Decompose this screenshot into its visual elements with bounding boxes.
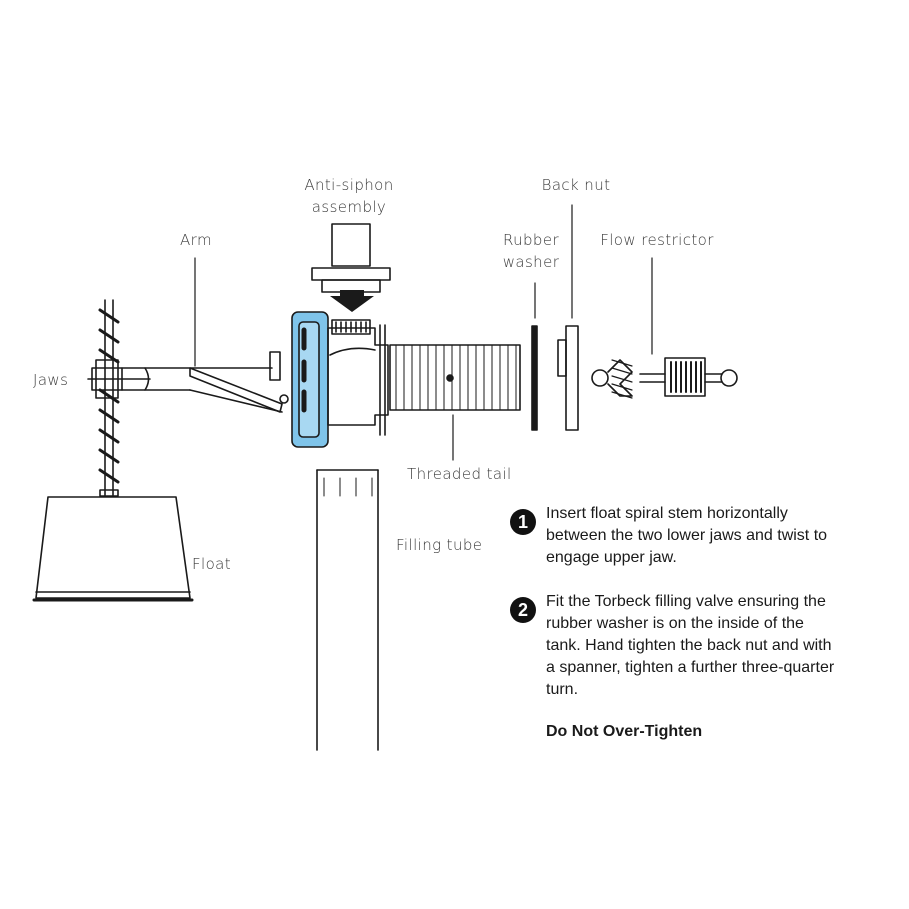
label-anti-siphon: Anti-siphon	[304, 176, 393, 194]
step-2-line-3: tank. Hand tighten the back nut and with	[546, 637, 832, 654]
float	[32, 489, 194, 602]
filling-tube	[316, 469, 379, 751]
step-2-line-4: a spanner, tighten a further three-quart…	[546, 659, 835, 676]
label-back-nut: Back nut	[542, 176, 611, 194]
label-filling-tube: Filling tube	[396, 536, 482, 554]
step-1-line-2: between the two lower jaws and twist to	[546, 527, 828, 544]
label-jaws: Jaws	[33, 371, 68, 389]
anti-siphon-assembly	[311, 223, 391, 312]
leader-lines	[194, 204, 653, 461]
jaws	[87, 359, 151, 399]
step-2-line-5: turn.	[546, 681, 579, 698]
label-flow-restrictor: Flow restrictor	[600, 231, 714, 249]
valve-body	[291, 311, 389, 448]
step-2-line-1: Fit the Torbeck filling valve ensuring t…	[546, 593, 826, 610]
step-1-text: Insert float spiral stem horizontally be…	[546, 503, 886, 569]
threaded-tail	[389, 344, 521, 411]
step-2-text: Fit the Torbeck filling valve ensuring t…	[546, 591, 896, 701]
label-float: Float	[192, 555, 231, 573]
flow-restrictor	[591, 357, 738, 399]
step-2-number: 2	[510, 597, 536, 623]
rubber-washer	[531, 325, 538, 431]
label-rubber: Rubber	[503, 231, 560, 249]
step-2-line-2: rubber washer is on the inside of the	[546, 615, 804, 632]
step-1-number: 1	[510, 509, 536, 535]
label-anti-siphon-2: assembly	[312, 198, 386, 216]
arm	[144, 351, 289, 413]
step-1-line-3: engage upper jaw.	[546, 549, 677, 566]
warning-text: Do Not Over-Tighten	[546, 723, 703, 740]
back-nut	[557, 325, 579, 431]
step-1-line-1: Insert float spiral stem horizontally	[546, 505, 788, 522]
label-washer: washer	[503, 253, 560, 271]
label-threaded-tail: Threaded tail	[407, 465, 512, 483]
label-arm: Arm	[180, 231, 212, 249]
